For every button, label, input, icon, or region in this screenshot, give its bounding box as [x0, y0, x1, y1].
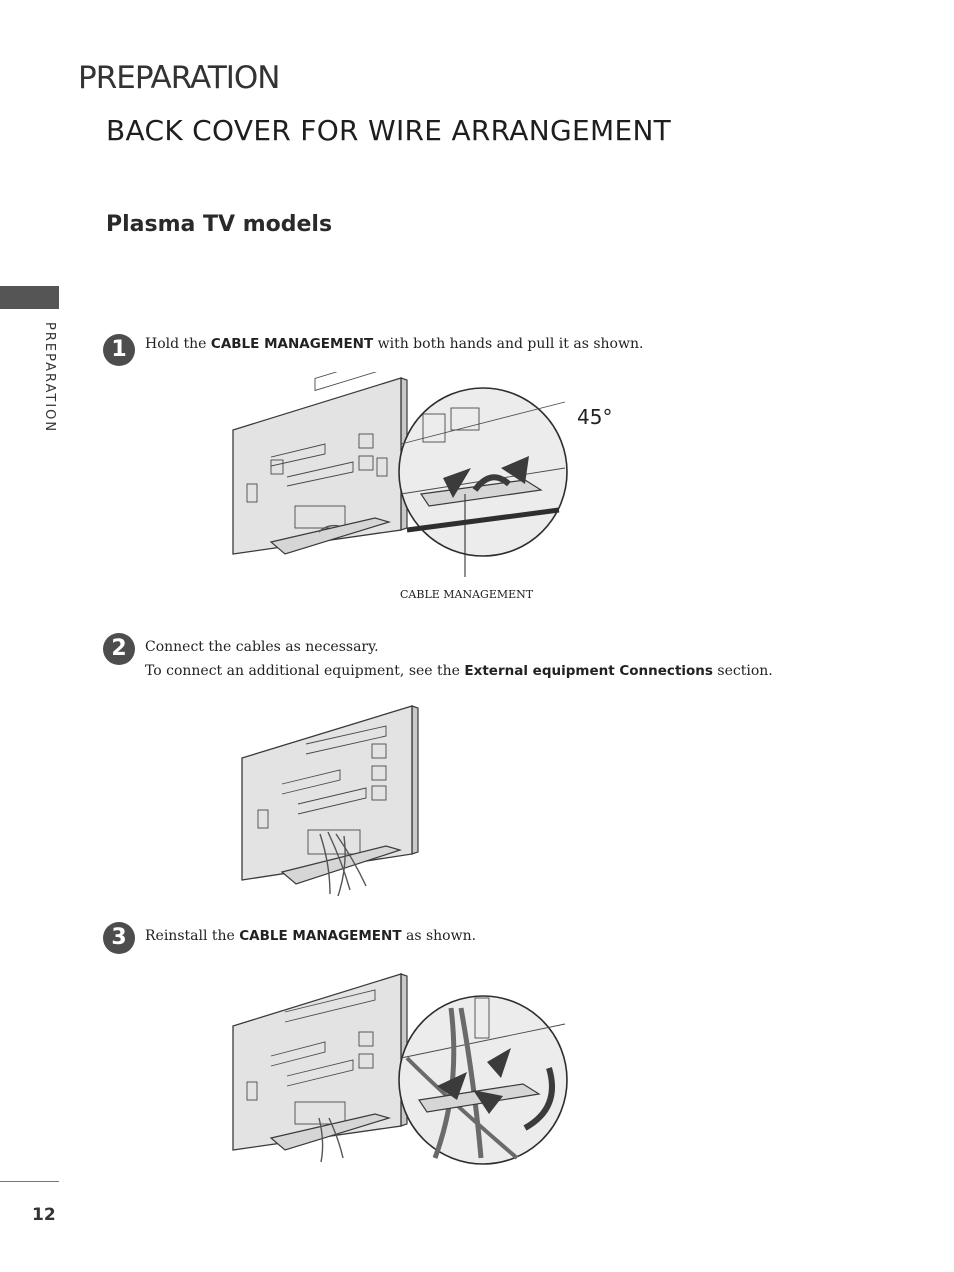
footer-rule	[0, 1181, 59, 1182]
figure-2-illustration	[241, 705, 419, 897]
step-1-number: 1	[103, 334, 135, 366]
step-2-bold-term: External equipment Connections	[464, 663, 713, 679]
figure-3-zoom-detail	[400, 997, 566, 1160]
step-3-instruction: Reinstall the CABLE MANAGEMENT as shown.	[145, 928, 477, 944]
section-title: PREPARATION	[78, 60, 280, 96]
figure-3-zoom-circle	[398, 995, 568, 1165]
figure-1-tv-rear	[232, 372, 408, 555]
figure-3-tv-rear	[232, 973, 408, 1163]
cable-management-callout: CABLE MANAGEMENT	[400, 588, 534, 601]
figure-1-zoom-detail	[400, 401, 566, 533]
reinstall-direction-arrow	[523, 1067, 555, 1131]
angle-label: 45°	[577, 405, 613, 429]
side-tab-label: PREPARATION	[42, 322, 57, 434]
step-3-number: 3	[103, 922, 135, 954]
step-2-number: 2	[103, 633, 135, 665]
page-number: 12	[32, 1205, 56, 1225]
step-2-instruction-line2: To connect an additional equipment, see …	[145, 663, 773, 679]
step-3-bold-term: CABLE MANAGEMENT	[239, 928, 402, 944]
step-1-instruction: Hold the CABLE MANAGEMENT with both hand…	[145, 336, 644, 352]
side-tab-marker	[0, 286, 59, 309]
page-heading: BACK COVER FOR WIRE ARRANGEMENT	[106, 114, 672, 147]
figure-1-illustration	[232, 372, 568, 577]
figure-3-illustration	[232, 973, 568, 1165]
step-2-instruction-line1: Connect the cables as necessary.	[145, 639, 379, 655]
sub-heading: Plasma TV models	[106, 212, 333, 237]
step-1-bold-term: CABLE MANAGEMENT	[210, 336, 374, 352]
pull-direction-arrow	[472, 474, 511, 492]
